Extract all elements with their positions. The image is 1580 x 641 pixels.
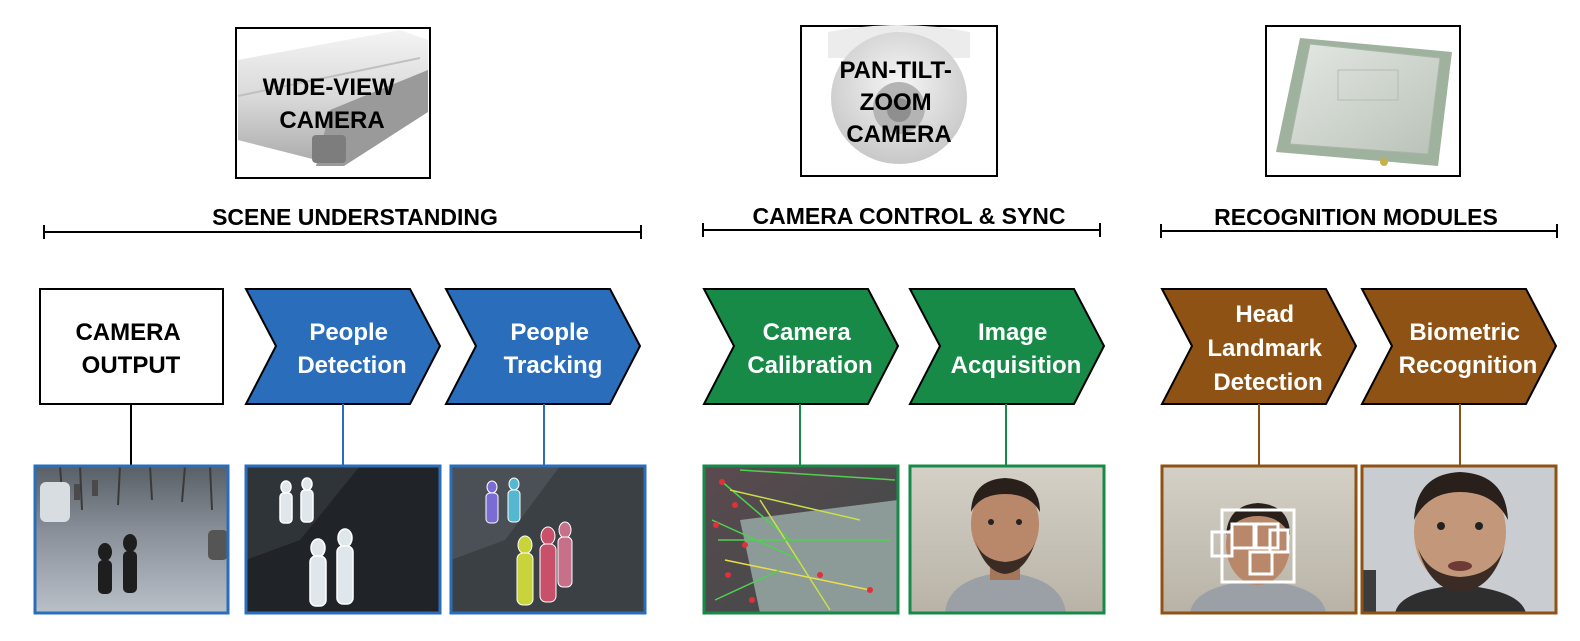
wide-view-camera-label: WIDE-VIEW CAMERA — [263, 74, 402, 134]
thumbnail-biometric-recognition — [1360, 464, 1558, 615]
thumbnail-head-landmark — [1160, 464, 1358, 615]
stage-label-line: Camera — [763, 319, 852, 346]
stage-label-line: Detection — [297, 352, 406, 379]
stage-label-line: CAMERA — [75, 319, 180, 346]
stage-label: Camera Calibration — [747, 319, 872, 379]
stage-label-line: Acquisition — [951, 352, 1082, 379]
stage-label-line: OUTPUT — [82, 352, 181, 379]
stage-camera-calibration: Camera Calibration — [702, 288, 900, 405]
thumbnail-image-acquisition — [908, 464, 1106, 615]
stage-label: Head Landmark Detection — [1207, 301, 1328, 396]
stage-label-line: People — [510, 319, 589, 346]
stage-label: People Tracking — [504, 319, 603, 379]
thumbnail-people-tracking — [449, 464, 647, 615]
camera-control-label: CAMERA CONTROL & SYNC — [752, 203, 1065, 229]
stage-label: CAMERA OUTPUT — [75, 319, 186, 379]
cpu-chip-icon — [1276, 38, 1452, 166]
stage-label-line: People — [309, 319, 388, 346]
recognition-modules-label: RECOGNITION MODULES — [1214, 204, 1498, 230]
camera-control-header: CAMERA CONTROL & SYNC — [702, 203, 1101, 237]
ptz-camera-box: PAN-TILT- ZOOM CAMERA — [800, 25, 998, 177]
stage-label-line: Biometric — [1409, 319, 1520, 346]
stage-people-tracking: People Tracking — [444, 288, 642, 405]
ptz-camera-icon — [828, 25, 970, 164]
stage-label-line: Calibration — [747, 352, 872, 379]
stage-label-line: Tracking — [504, 352, 603, 379]
stage-camera-output: CAMERA OUTPUT — [39, 288, 224, 405]
scene-understanding-label: SCENE UNDERSTANDING — [212, 204, 498, 230]
ptz-camera-label: PAN-TILT- ZOOM CAMERA — [839, 57, 958, 148]
processor-box — [1265, 25, 1461, 177]
connectors — [130, 404, 1461, 466]
stage-label-line: Detection — [1213, 369, 1322, 396]
stage-label-line: Image — [978, 319, 1047, 346]
stage-label: Image Acquisition — [951, 319, 1082, 379]
stage-label-line: Landmark — [1207, 335, 1322, 362]
stage-label: Biometric Recognition — [1399, 319, 1538, 379]
wide-view-camera-box: WIDE-VIEW CAMERA — [235, 27, 431, 179]
ptz-camera-label-line: PAN-TILT- — [839, 57, 951, 84]
stage-label-line: Head — [1235, 301, 1294, 328]
stage-label: People Detection — [297, 319, 406, 379]
stage-image-acquisition: Image Acquisition — [908, 288, 1106, 405]
scene-understanding-header: SCENE UNDERSTANDING — [43, 204, 642, 239]
ptz-camera-label-line: CAMERA — [846, 121, 951, 148]
stage-label-line: Recognition — [1399, 352, 1538, 379]
wide-view-camera-label-line: WIDE-VIEW — [263, 74, 395, 101]
face-icon — [945, 478, 1066, 613]
face-icon — [1395, 472, 1526, 613]
landmark-boxes — [1210, 508, 1296, 584]
stage-people-detection: People Detection — [244, 288, 442, 405]
stage-biometric-recognition: Biometric Recognition — [1360, 288, 1558, 405]
wide-view-camera-label-line: CAMERA — [279, 107, 384, 134]
thumbnail-people-detection — [244, 464, 442, 615]
stage-head-landmark-detection: Head Landmark Detection — [1160, 288, 1358, 405]
thumbnail-camera-calibration — [702, 464, 900, 615]
recognition-modules-header: RECOGNITION MODULES — [1160, 204, 1558, 238]
ptz-camera-label-line: ZOOM — [860, 89, 932, 116]
thumbnail-camera-output — [33, 464, 230, 615]
wide-view-camera-icon — [237, 30, 428, 166]
